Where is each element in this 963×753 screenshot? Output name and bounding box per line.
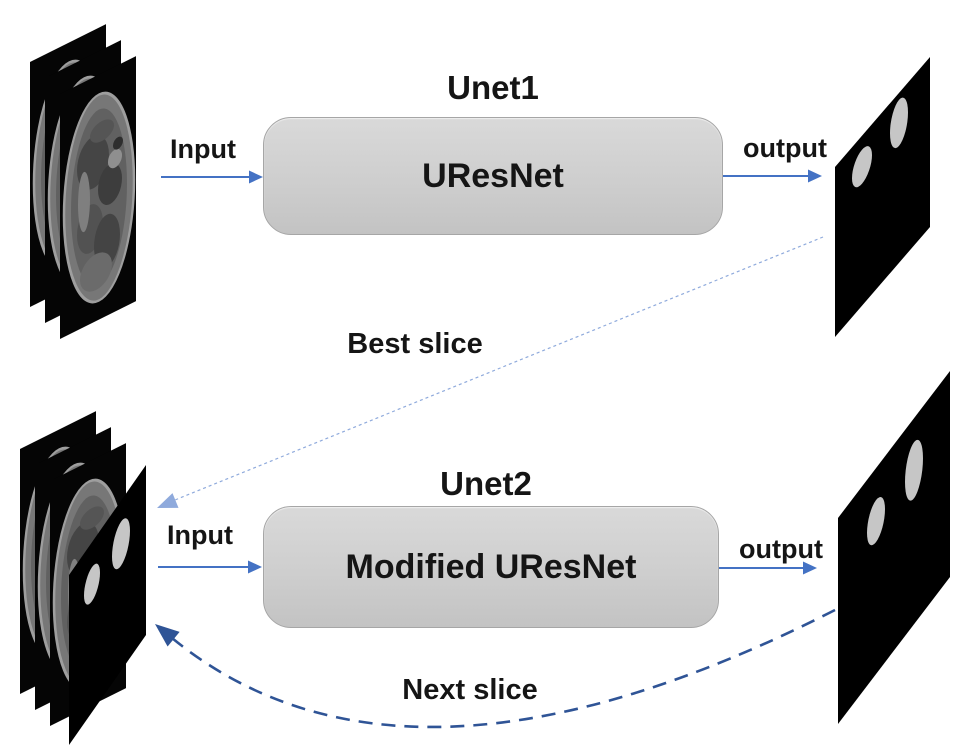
kidney-mask-blob <box>84 563 100 605</box>
unet1-title: Unet1 <box>447 69 539 106</box>
mri-slice-panel <box>58 54 138 341</box>
output-arrowhead-2-icon <box>803 561 817 575</box>
input-label-2: Input <box>167 520 233 550</box>
output-label-2: output <box>739 534 823 564</box>
input-stack-1 <box>28 22 138 341</box>
kidney-mask-blob <box>867 497 885 546</box>
unet1-box-label: UResNet <box>422 156 564 195</box>
kidney-mask-blob <box>905 439 923 501</box>
best-slice-line <box>174 236 824 501</box>
kidney-mask-blob <box>112 518 130 570</box>
output-arrowhead-1-icon <box>808 169 822 183</box>
unet2-title: Unet2 <box>440 465 532 502</box>
input-arrowhead-2-icon <box>248 560 262 574</box>
kidney-mask-blob <box>852 146 872 188</box>
output-label-1: output <box>743 133 827 163</box>
next-slice-curve <box>171 608 836 729</box>
input-stack-2 <box>18 409 146 745</box>
best-slice-label: Best slice <box>347 328 483 360</box>
input-arrowhead-1-icon <box>249 170 263 184</box>
unet2-box: Modified UResNet <box>263 506 719 628</box>
unet2-box-label: Modified UResNet <box>345 547 637 586</box>
best-slice-mask-panel <box>69 465 146 745</box>
kidney-mask-blob <box>890 97 908 149</box>
next-slice-arrowhead-icon <box>155 624 180 647</box>
unet1-box: UResNet <box>263 117 723 235</box>
input-label-1: Input <box>170 134 236 164</box>
best-slice-arrowhead-icon <box>157 493 179 508</box>
output-mask-panel-1 <box>835 56 930 337</box>
next-slice-label: Next slice <box>402 674 538 706</box>
output-mask-panel-2 <box>838 370 950 724</box>
